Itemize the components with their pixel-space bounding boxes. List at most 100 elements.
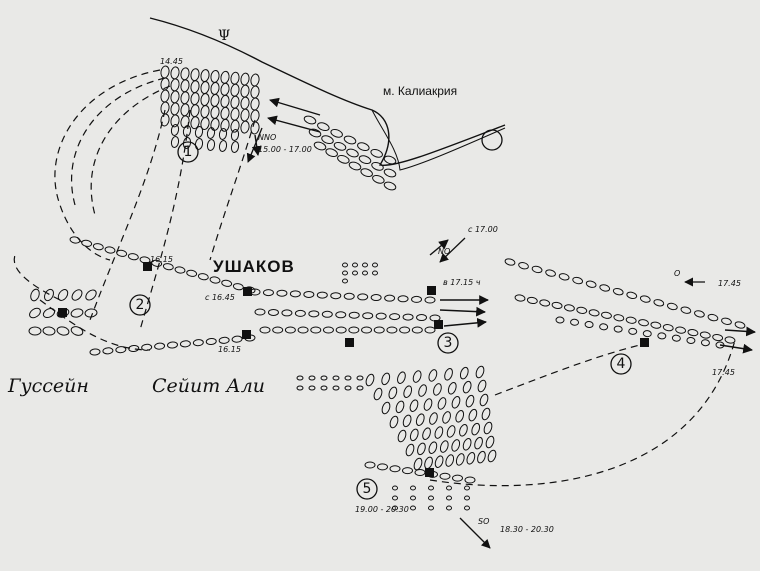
ship [259,326,271,334]
ship [375,312,387,320]
ship [653,299,665,307]
ship [320,375,328,381]
ship [418,384,427,397]
ship [551,301,563,309]
ship [220,106,230,120]
ship [397,371,406,384]
ship [206,127,216,139]
commander-middle-label: Сейит Али [152,375,265,397]
ship [545,269,556,277]
ship [465,394,475,408]
ship [459,424,468,437]
ship [240,96,250,110]
ship [128,344,140,353]
ship [388,386,398,400]
time-1615-a: 16.15 [150,255,173,264]
ship [383,155,397,165]
ship [322,326,334,334]
ship [721,317,732,325]
ship [210,81,220,95]
ship [555,316,565,324]
ship [411,295,423,303]
ship [437,397,447,410]
ship [356,375,364,381]
ship [230,107,240,121]
ship [576,306,588,314]
ship [599,323,609,331]
ship [477,379,487,393]
ship [386,326,398,334]
ship [477,450,486,464]
ship [415,413,425,426]
ship [81,239,93,247]
ship [485,435,495,449]
ship [170,124,180,136]
ship [84,308,98,318]
ship [342,270,348,276]
ship [585,280,597,288]
ship [325,148,338,158]
coastline [149,17,506,167]
ship [250,85,260,99]
ship [297,326,309,334]
wind-o-dir: O [674,269,680,278]
ship [724,336,736,344]
ship [539,299,551,307]
ship [174,266,186,274]
ship [179,340,191,348]
ship [650,321,662,329]
ship [373,326,385,334]
ship [373,387,383,401]
ship [230,83,240,97]
coastline-cape [371,109,506,171]
ship [504,258,516,266]
ship [240,72,250,86]
ship [464,476,476,484]
ship [526,296,538,305]
ship [558,273,570,281]
ship [321,135,334,145]
ship [392,495,398,501]
ship [413,457,423,471]
ship [44,288,54,302]
ship [209,276,221,284]
ship [402,467,413,475]
ship [206,139,216,151]
ship [389,313,401,321]
ship [417,442,426,456]
ship [712,333,724,342]
ship [320,385,328,391]
ship [210,105,220,119]
ship [389,465,401,473]
ship [210,69,220,83]
ship [190,80,200,94]
ship [346,148,359,158]
ship [360,168,373,178]
ship [230,119,240,133]
anchor-symbol: Ψ [218,28,230,44]
ship [240,108,250,122]
ship [250,97,260,111]
ship [734,321,746,329]
ship [303,290,315,298]
ship [342,262,348,268]
ship [402,414,412,428]
ship [410,485,416,491]
ship [531,265,543,274]
ship [240,84,250,98]
ship [160,89,170,103]
ship [428,495,434,501]
ship [308,375,316,381]
ship [167,341,178,349]
ship [28,326,42,336]
ship [57,289,69,301]
ship [254,308,266,316]
ship [397,295,409,303]
ship [428,369,438,382]
ship [71,289,83,301]
maneuver-lines [13,69,736,487]
ship [466,452,476,465]
ship [92,243,104,251]
ship [200,81,210,95]
ship [399,326,411,334]
